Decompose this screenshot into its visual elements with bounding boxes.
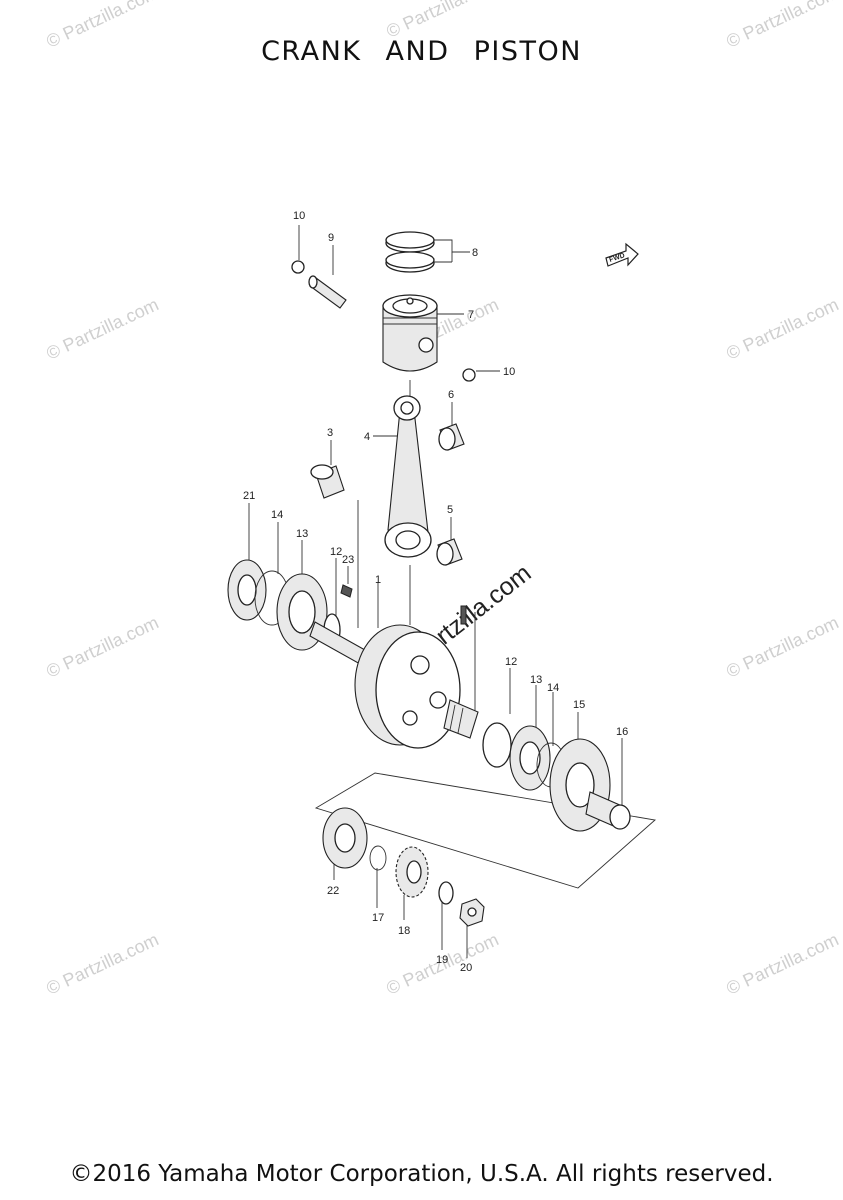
circlip [462, 368, 476, 382]
oil-seal [227, 559, 267, 621]
primary-drive-gear [395, 846, 429, 898]
callout-23: 23 [342, 554, 354, 566]
oil-seal [322, 807, 368, 869]
callout-9: 9 [328, 232, 334, 244]
nut [459, 898, 485, 927]
piston [382, 294, 438, 372]
watermark: © Partzilla.com [723, 929, 841, 998]
callout-13: 13 [296, 528, 308, 540]
callout-labels: 1 3 4 5 6 7 8 9 10 10 12 12 13 13 14 14 … [243, 210, 628, 974]
lock-washer [438, 881, 454, 905]
callout-22: 22 [327, 885, 339, 897]
crankshaft [309, 605, 479, 749]
page-title: CRANK AND PISTON [261, 36, 582, 67]
callout-14: 14 [547, 682, 559, 694]
callout-16: 16 [616, 726, 628, 738]
shim [482, 722, 512, 768]
callout-21: 21 [243, 490, 255, 502]
callout-6: 6 [448, 389, 454, 401]
piston-pin [308, 275, 347, 309]
callout-17: 17 [372, 912, 384, 924]
callout-15: 15 [573, 699, 585, 711]
callout-12: 12 [330, 546, 342, 558]
collar [585, 791, 631, 830]
needle-bearing [438, 423, 465, 451]
watermarks: © Partzilla.com © Partzilla.com © Partzi… [43, 0, 841, 999]
o-ring [369, 845, 387, 871]
leader-lines [248, 225, 657, 958]
callout-14: 14 [271, 509, 283, 521]
fwd-arrow-icon: FWD [605, 242, 639, 267]
woodruff-key [340, 584, 353, 598]
callout-5: 5 [447, 504, 453, 516]
watermark: © Partzilla.com [43, 612, 161, 681]
piston-rings [385, 231, 435, 273]
callout-13: 13 [530, 674, 542, 686]
callout-1: 1 [375, 574, 381, 586]
callout-4: 4 [364, 431, 370, 443]
copyright-notice: ©2016 Yamaha Motor Corporation, U.S.A. A… [69, 1161, 774, 1187]
connecting-rod [384, 395, 432, 558]
callout-3: 3 [327, 427, 333, 439]
watermark: © Partzilla.com [723, 612, 841, 681]
ball-bearing [509, 725, 551, 791]
circlip [291, 260, 305, 274]
crank-pin [310, 464, 345, 499]
watermark: © Partzilla.com [723, 0, 841, 52]
callout-12: 12 [505, 656, 517, 668]
watermark: © Partzilla.com [723, 294, 841, 363]
callout-18: 18 [398, 925, 410, 937]
needle-bearing [436, 538, 463, 566]
callout-10: 10 [293, 210, 305, 222]
watermark: © Partzilla.com [43, 294, 161, 363]
callout-20: 20 [460, 962, 472, 974]
fwd-label: FWD [608, 252, 625, 264]
watermark: © Partzilla.com [43, 929, 161, 998]
callout-8: 8 [472, 247, 478, 259]
watermark: © Partzilla.com [43, 0, 161, 52]
callout-10: 10 [503, 366, 515, 378]
callout-7: 7 [468, 309, 474, 321]
callout-19: 19 [436, 954, 448, 966]
watermark: © Partzilla.com [383, 0, 501, 42]
